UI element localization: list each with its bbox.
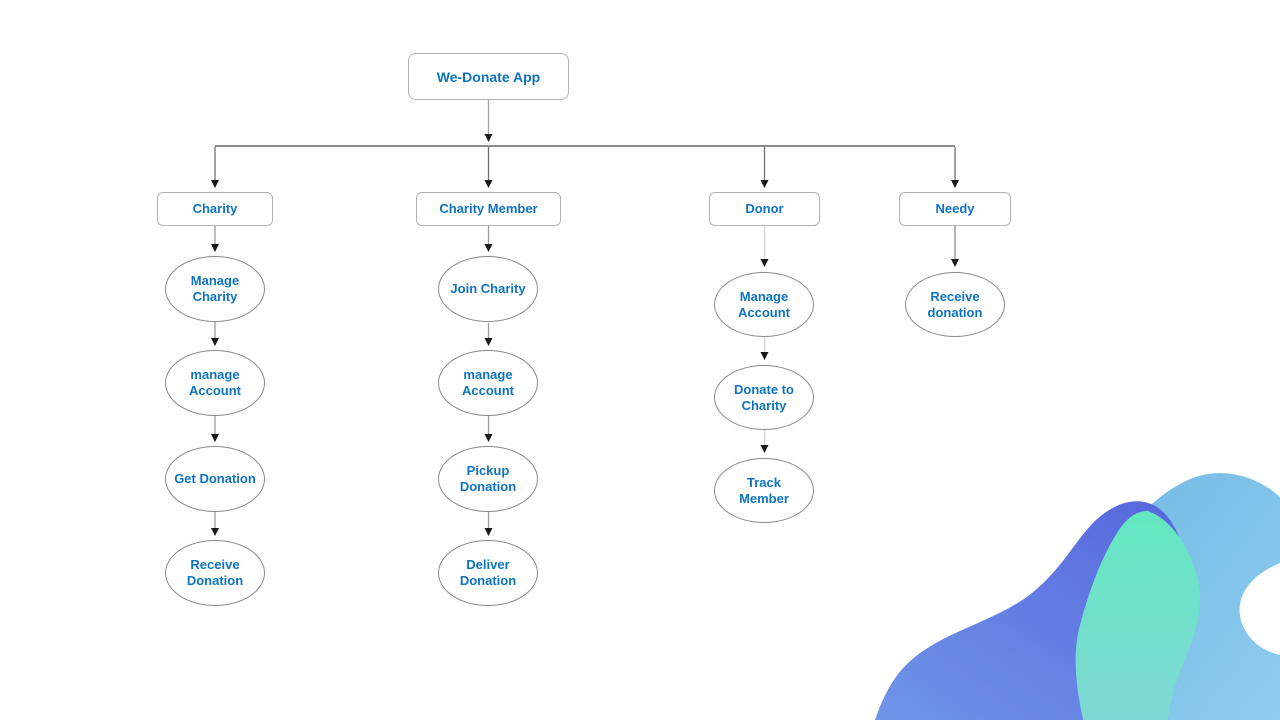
process-node-label: manage Account bbox=[461, 367, 514, 398]
process-node-label: Manage Account bbox=[737, 288, 790, 320]
branch-node-label: Charity bbox=[192, 201, 238, 216]
process-node-track-member: Track Member bbox=[714, 458, 814, 523]
blob-teal bbox=[1075, 511, 1200, 720]
branch-node-donor: Donor bbox=[709, 192, 820, 226]
process-node-manage-account-member: manage Account bbox=[438, 350, 538, 416]
blob-purple bbox=[875, 501, 1187, 720]
root-node-label: We-Donate App bbox=[436, 68, 541, 85]
branch-node-charity-member: Charity Member bbox=[416, 192, 561, 226]
process-node-label: Manage Charity bbox=[190, 273, 240, 304]
branch-node-label: Donor bbox=[745, 201, 784, 216]
process-node-label: manage Account bbox=[188, 367, 241, 398]
process-node-label: Get Donation bbox=[174, 471, 256, 486]
process-node-donate-to-charity: Donate to Charity bbox=[714, 365, 814, 430]
process-node-label: Receive donation bbox=[927, 288, 983, 320]
process-node-manage-account-charity: manage Account bbox=[165, 350, 265, 416]
branch-node-label: Charity Member bbox=[439, 201, 538, 216]
root-node-we-donate-app: We-Donate App bbox=[408, 53, 569, 100]
process-node-receive-donation-charity: Receive Donation bbox=[165, 540, 265, 606]
blob-sky bbox=[1088, 473, 1280, 720]
process-node-receive-donation-needy: Receive donation bbox=[905, 272, 1005, 337]
process-node-pickup-donation: Pickup Donation bbox=[438, 446, 538, 512]
branch-node-charity: Charity bbox=[157, 192, 273, 226]
process-node-label: Receive Donation bbox=[186, 557, 244, 588]
process-node-label: Donate to Charity bbox=[734, 381, 794, 413]
process-node-label: Deliver Donation bbox=[459, 557, 517, 588]
process-node-manage-charity: Manage Charity bbox=[165, 256, 265, 322]
branch-node-label: Needy bbox=[935, 201, 975, 216]
process-node-join-charity: Join Charity bbox=[438, 256, 538, 322]
branch-node-needy: Needy bbox=[899, 192, 1011, 226]
process-node-deliver-donation: Deliver Donation bbox=[438, 540, 538, 606]
process-node-label: Join Charity bbox=[450, 281, 526, 296]
process-node-label: Track Member bbox=[739, 474, 789, 506]
process-node-get-donation: Get Donation bbox=[165, 446, 265, 512]
process-node-manage-account-donor: Manage Account bbox=[714, 272, 814, 337]
process-node-label: Pickup Donation bbox=[459, 463, 517, 494]
